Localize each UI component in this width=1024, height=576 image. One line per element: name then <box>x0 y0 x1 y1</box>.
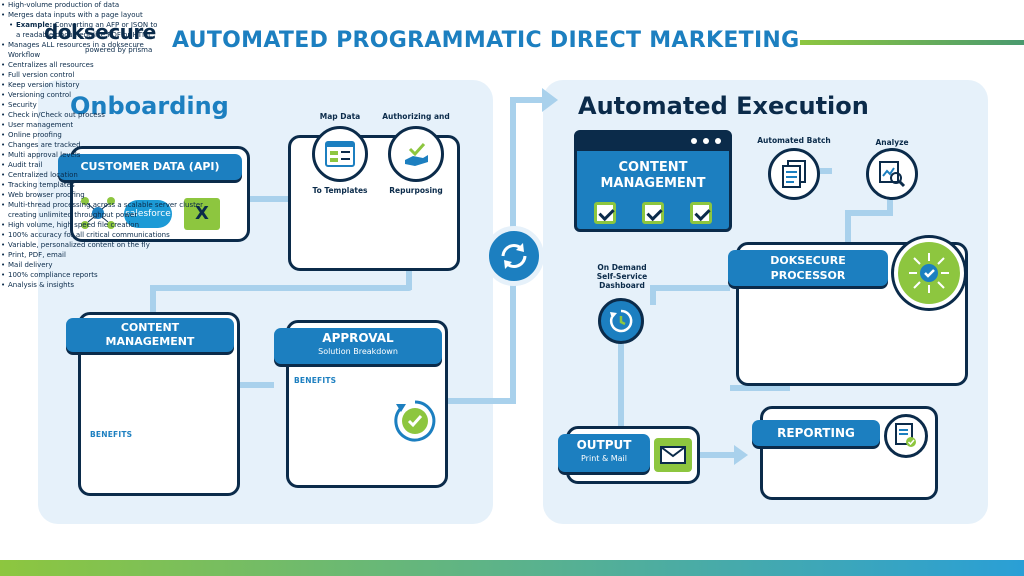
list-item: High-volume production of data <box>0 0 158 10</box>
reporting-circle <box>884 414 928 458</box>
execution-heading: Automated Execution <box>578 92 869 120</box>
list-item: Check in/Check out process <box>0 110 150 120</box>
reporting-bullets: Mail delivery 100% compliance reports An… <box>0 260 156 290</box>
benefits-label: BENEFITS <box>90 430 133 439</box>
authorizing-label: Authorizing and <box>382 112 450 121</box>
list-item: Security <box>0 100 150 110</box>
connector <box>406 268 412 290</box>
example-item: Example: Converting an AFP or JSON to a … <box>8 20 158 40</box>
content-management-benefits: Versioning control Security Check in/Che… <box>0 90 150 130</box>
authorizing-circle <box>388 126 444 182</box>
automated-batch-label: Automated Batch <box>757 136 831 145</box>
list-item: Versioning control <box>0 90 150 100</box>
processor-circle <box>894 238 964 308</box>
connector <box>700 452 738 458</box>
processor-bullets: Multi-thread processing across a scalabl… <box>0 200 208 260</box>
title-rule <box>800 40 1024 45</box>
list-item: Multi-thread processing across a scalabl… <box>0 200 208 220</box>
list-item: High volume, high speed file creation <box>0 220 208 230</box>
list-item: Online proofing <box>0 130 120 140</box>
page-title: AUTOMATED PROGRAMMATIC DIRECT MARKETING <box>172 28 800 53</box>
connector <box>250 196 294 202</box>
output-header: OUTPUT Print & Mail <box>558 434 650 472</box>
list-item: Web browser proofing <box>0 190 120 200</box>
connector <box>650 285 730 291</box>
analyze-icon <box>879 161 906 188</box>
analyze-label: Analyze <box>875 138 909 147</box>
list-item: Centralizes all resources <box>0 60 150 70</box>
list-item: Analysis & insights <box>0 280 156 290</box>
list-item: 100% compliance reports <box>0 270 156 280</box>
list-item: Mail delivery <box>0 260 156 270</box>
report-icon <box>895 423 916 447</box>
analyze-circle <box>866 148 918 200</box>
hand-check-icon <box>405 142 428 166</box>
list-item: Changes are tracked <box>0 140 120 150</box>
list-item: Manages ALL resources in a doksecure Wor… <box>0 40 150 60</box>
connector <box>150 285 156 317</box>
batch-circle <box>768 148 820 200</box>
repurposing-label: Repurposing <box>389 186 443 195</box>
approval-check-icon <box>392 398 438 448</box>
list-item: User management <box>0 120 150 130</box>
list-item: Keep version history <box>0 80 150 90</box>
arrow-icon <box>734 445 748 465</box>
content-management-bullets: Manages ALL resources in a doksecure Wor… <box>0 40 150 90</box>
list-item: Merges data inputs with a page layout <box>0 10 158 20</box>
list-item: Variable, personalized content on the fl… <box>0 240 208 250</box>
list-item: 100% accuracy for all critical communica… <box>0 230 208 240</box>
connector <box>448 398 516 404</box>
list-item: Multi approval levels <box>0 150 120 160</box>
history-icon <box>609 309 633 333</box>
connector <box>510 97 548 103</box>
checkbox-icon <box>690 202 712 224</box>
list-item: Audit trail <box>0 160 120 170</box>
approval-benefits: Online proofing Changes are tracked Mult… <box>0 130 120 200</box>
map-data-circle <box>312 126 368 182</box>
connector <box>845 210 893 216</box>
connector <box>150 285 412 291</box>
template-icon <box>325 141 355 167</box>
list-item: Full version control <box>0 70 150 80</box>
list-item: Print, PDF, email <box>0 250 208 260</box>
approval-header: APPROVAL Solution Breakdown <box>274 328 442 364</box>
footer-stripe <box>0 560 1024 576</box>
dashboard-circle[interactable] <box>598 298 644 344</box>
map-data-bullets: High-volume production of data Merges da… <box>0 0 158 40</box>
cycle-icon <box>484 226 544 286</box>
expand-check-icon <box>909 253 949 293</box>
mail-icon <box>654 438 692 472</box>
arrow-icon <box>542 88 558 112</box>
list-item: Centralized location <box>0 170 120 180</box>
connector <box>845 210 851 245</box>
connector <box>730 385 790 391</box>
checkbox-icon <box>594 202 616 224</box>
benefits-label: BENEFITS <box>294 376 337 385</box>
connector <box>887 192 893 216</box>
checkbox-icon <box>642 202 664 224</box>
documents-icon <box>782 160 806 188</box>
list-item: Tracking templates <box>0 180 120 190</box>
to-templates-label: To Templates <box>312 186 368 195</box>
connector <box>618 340 624 430</box>
reporting-header: REPORTING <box>752 420 880 446</box>
connector <box>650 285 656 305</box>
connector <box>240 382 274 388</box>
map-data-label: Map Data <box>319 112 361 121</box>
connector <box>820 168 832 174</box>
